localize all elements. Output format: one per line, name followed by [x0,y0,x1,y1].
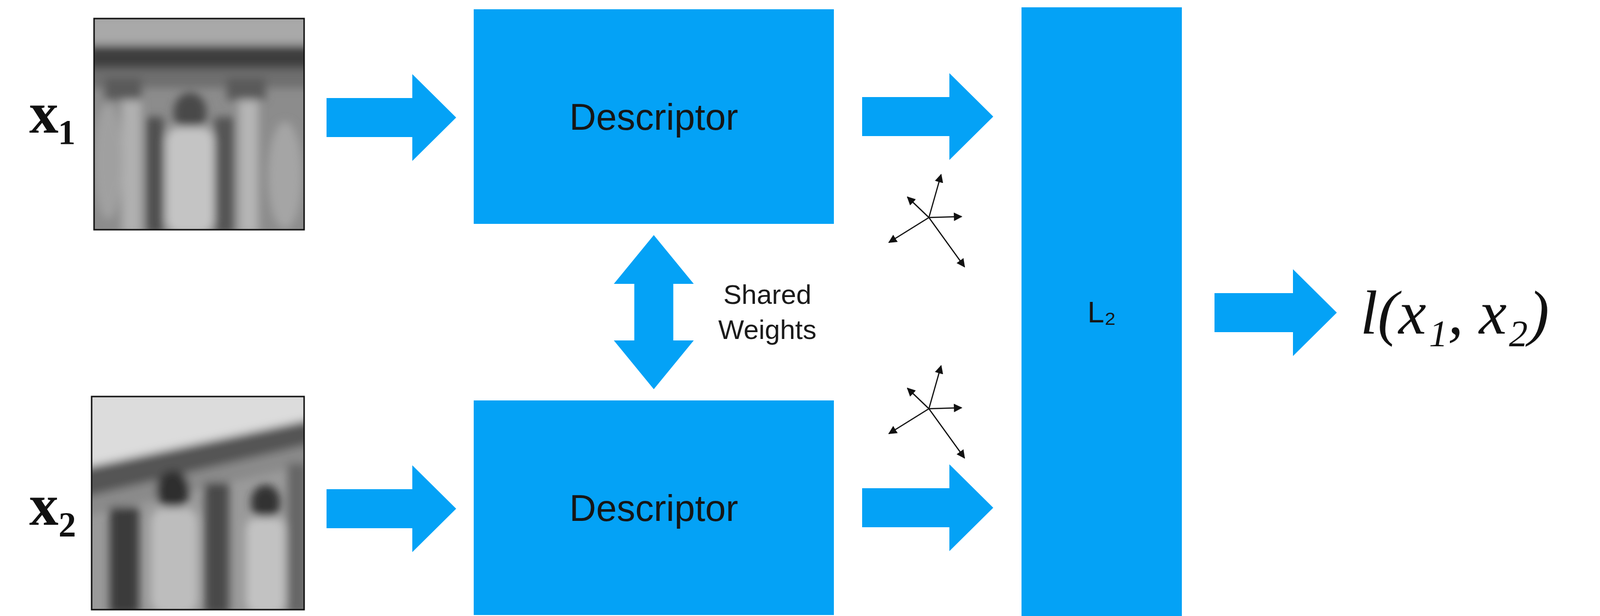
block-arrow [862,73,994,160]
output-arrow [1214,269,1337,356]
patch-border [91,396,305,610]
input-arrow [326,74,457,161]
edge-label: Shared Weights [706,276,829,347]
output-label: l(x₁, x₂) [1360,281,1549,344]
input-label: x₁ [29,83,77,143]
vector-symbol [888,365,965,458]
block-arrow [614,234,694,389]
l2-box: L₂ [1021,7,1182,616]
box-text: Descriptor [569,95,738,138]
image-patch [94,18,305,230]
block-arrow [862,463,994,551]
input-label: x₂ [29,475,77,535]
vector-symbol [888,174,965,267]
patch-border [94,18,305,230]
descriptor-box: Descriptor [473,9,834,224]
box-text: L₂ [1087,294,1117,329]
input-arrow [326,464,457,552]
box-text: Descriptor [569,486,738,529]
image-patch [91,396,305,610]
descriptor-box: Descriptor [473,400,834,615]
